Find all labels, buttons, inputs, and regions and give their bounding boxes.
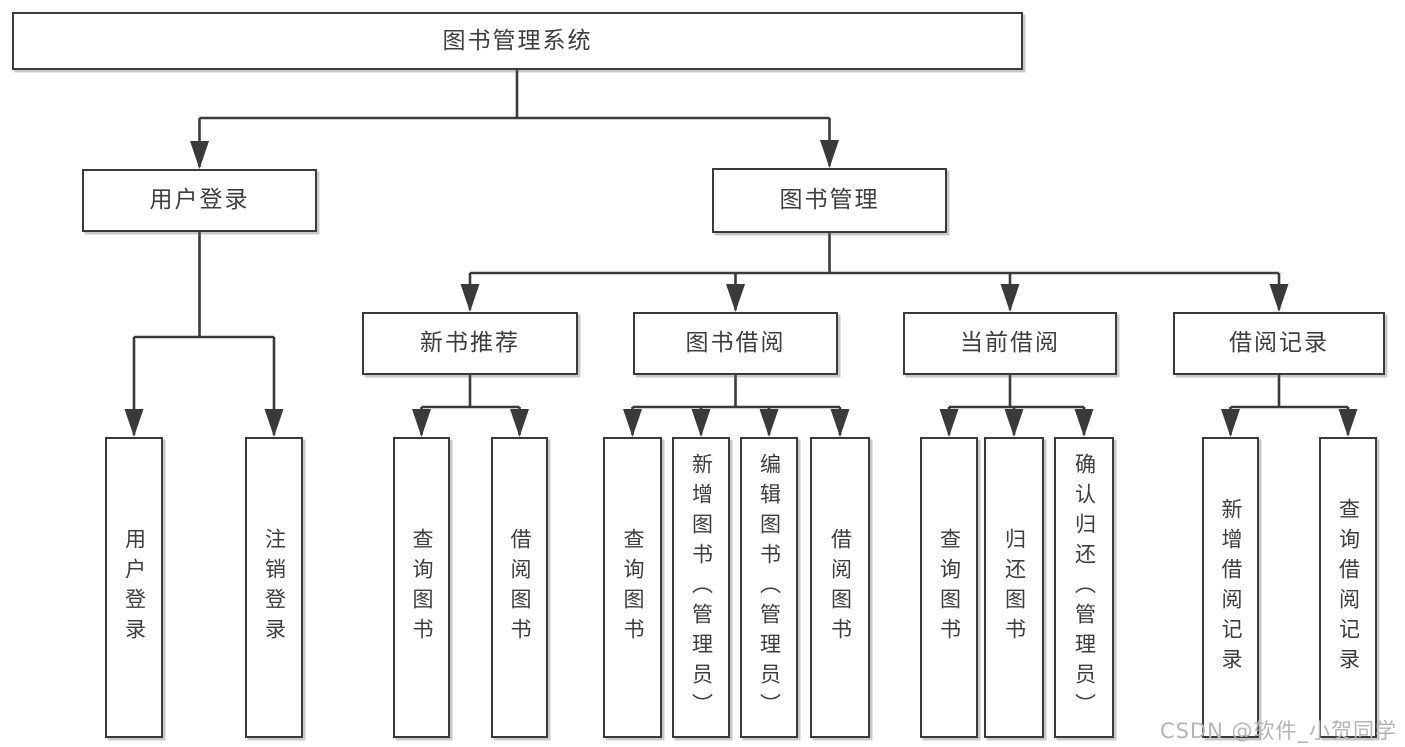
leaf-add-borrow-record: 新增借阅记录 [1202, 437, 1259, 738]
node-label: 查询图书 [410, 527, 434, 648]
leaf-query-books-current: 查询图书 [920, 437, 978, 738]
node-label: 归还图书 [1002, 527, 1027, 648]
leaf-logout: 注销登录 [245, 437, 303, 738]
node-label: 借阅图书 [508, 527, 532, 648]
node-label: 注销登录 [262, 527, 287, 648]
node-label: 借阅图书 [828, 527, 853, 648]
node-label: 用户登录 [149, 187, 250, 213]
leaf-user-login: 用户登录 [105, 437, 163, 738]
node-label: 查询借阅记录 [1336, 497, 1361, 678]
node-label: 图书管理系统 [442, 27, 593, 54]
leaf-borrow-books-recommend: 借阅图书 [491, 437, 548, 738]
node-current-borrow: 当前借阅 [903, 312, 1117, 375]
leaf-query-books-borrow: 查询图书 [603, 437, 662, 738]
node-book-management: 图书管理 [712, 168, 947, 233]
leaf-edit-books-admin: 编辑图书（管理员） [740, 437, 798, 738]
node-new-book-recommend: 新书推荐 [362, 312, 578, 375]
leaf-borrow-books: 借阅图书 [810, 437, 870, 738]
leaf-query-books-recommend: 查询图书 [393, 437, 450, 738]
node-label: 新增借阅记录 [1219, 497, 1243, 678]
node-label: 新增图书（管理员） [689, 452, 714, 723]
node-label: 编辑图书（管理员） [757, 452, 782, 723]
node-book-borrow: 图书借阅 [633, 312, 838, 375]
watermark: CSDN @软件_小贺同学 [1159, 719, 1397, 743]
node-label: 用户登录 [122, 527, 147, 648]
node-label: 图书管理 [779, 187, 880, 213]
leaf-add-books-admin: 新增图书（管理员） [672, 437, 730, 738]
node-label: 新书推荐 [420, 330, 520, 356]
node-label: 查询图书 [621, 527, 645, 648]
node-label: 查询图书 [937, 527, 962, 648]
node-borrow-records: 借阅记录 [1173, 312, 1385, 375]
node-label: 图书借阅 [685, 330, 786, 356]
node-label: 确认归还（管理员） [1072, 452, 1097, 723]
node-library-management-system: 图书管理系统 [12, 12, 1023, 70]
node-label: 借阅记录 [1229, 330, 1329, 356]
node-user-login: 用户登录 [82, 169, 317, 232]
leaf-query-borrow-record: 查询借阅记录 [1319, 437, 1377, 738]
node-label: 当前借阅 [960, 330, 1060, 356]
leaf-return-books: 归还图书 [984, 437, 1044, 738]
leaf-confirm-return-admin: 确认归还（管理员） [1054, 437, 1114, 738]
